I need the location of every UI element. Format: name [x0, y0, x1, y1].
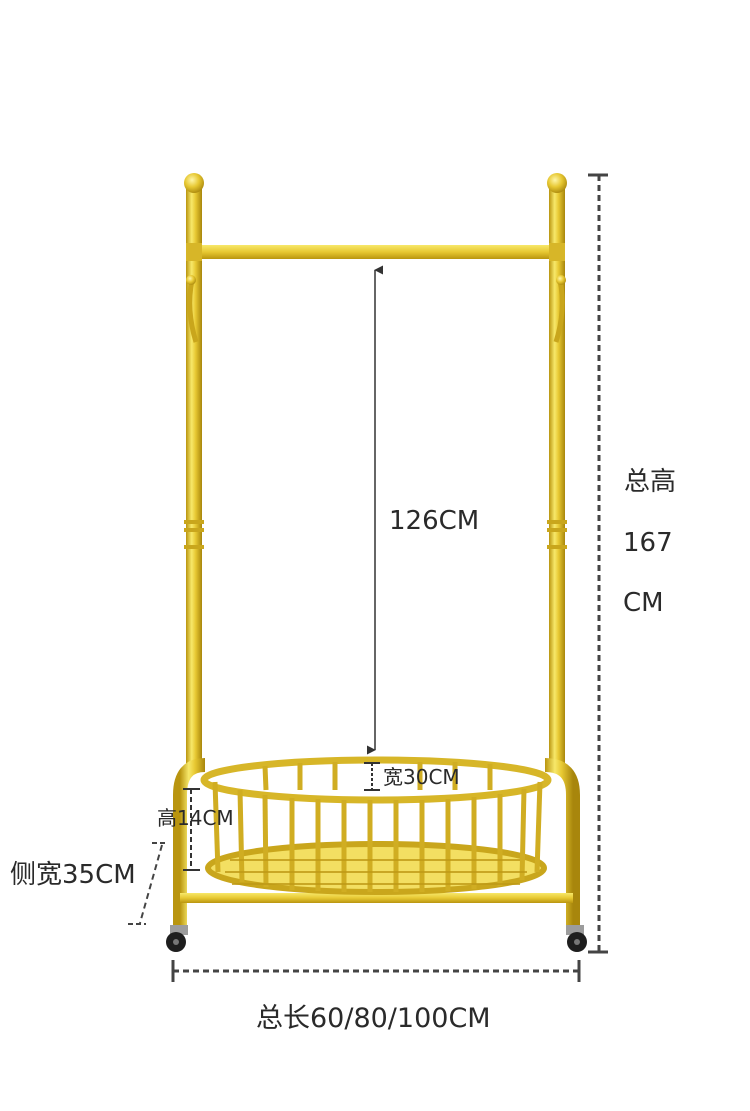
right-top-knob	[547, 173, 567, 193]
basket-top-rim	[200, 756, 552, 804]
basket-width-marker	[364, 762, 380, 791]
left-hook	[187, 279, 199, 343]
total-height-label-line2: 167	[623, 528, 673, 558]
hanging-bar	[198, 245, 553, 259]
basket-width-label: 宽30CM	[383, 765, 460, 789]
left-top-knob	[184, 173, 204, 193]
rack-base	[173, 758, 580, 925]
total-length-label: 总长60/80/100CM	[256, 1003, 491, 1034]
wheels	[166, 925, 587, 952]
base-crossbar	[180, 893, 573, 903]
right-hook	[553, 279, 565, 343]
total-height-marker	[588, 173, 608, 954]
right-upright	[549, 185, 565, 765]
total-length-marker	[171, 960, 581, 982]
left-wheel	[166, 925, 188, 952]
left-upright	[186, 185, 202, 765]
left-base-leg	[173, 758, 206, 925]
basket-height-label: 高14CM	[157, 806, 234, 830]
dimension-lines	[128, 173, 608, 982]
basket-height-marker	[183, 788, 200, 871]
right-base-leg	[544, 758, 580, 925]
side-width-marker	[128, 842, 166, 925]
storage-basket	[200, 756, 552, 895]
total-height-label-line3: CM	[623, 588, 664, 618]
right-wheel	[566, 925, 587, 952]
rack-frame	[184, 173, 567, 765]
side-width-label: 侧宽35CM	[10, 860, 136, 890]
inner-height-label: 126CM	[389, 506, 480, 536]
basket-bars	[212, 762, 543, 892]
total-height-label-line1: 总高	[624, 467, 677, 497]
